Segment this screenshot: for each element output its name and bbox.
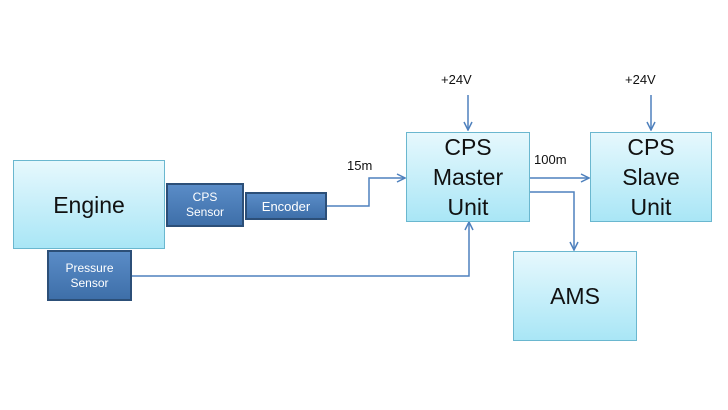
ams-block: AMS: [513, 251, 637, 341]
slave-supply-label: +24V: [625, 72, 656, 87]
master-to-ams-connector: [530, 191, 574, 250]
pressure-sensor-block: Pressure Sensor: [47, 250, 132, 301]
cps-slave-unit-block: CPS Slave Unit: [590, 132, 712, 222]
engine-block: Engine: [13, 160, 165, 249]
master-slave-cable-length-label: 100m: [534, 152, 567, 167]
cps-master-unit-block: CPS Master Unit: [406, 132, 530, 222]
master-supply-label: +24V: [441, 72, 472, 87]
pressure-to-master-connector: [132, 222, 469, 277]
encoder-cable-length-label: 15m: [347, 158, 373, 173]
cps-sensor-block: CPS Sensor: [166, 183, 244, 227]
encoder-to-master-connector: [327, 178, 405, 207]
encoder-block: Encoder: [245, 192, 327, 220]
